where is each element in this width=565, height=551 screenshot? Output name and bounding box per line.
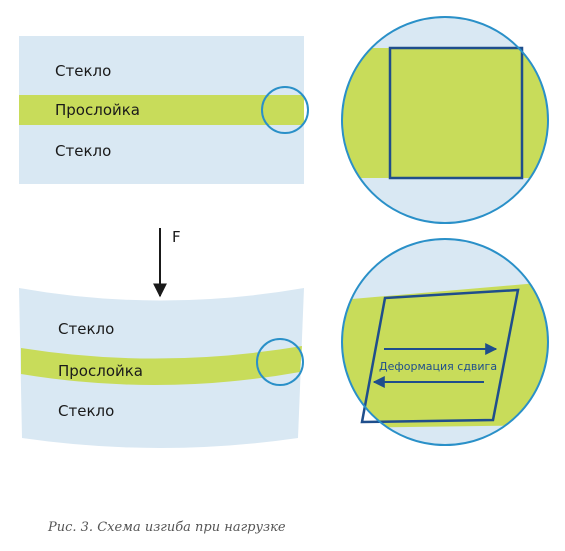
top-detail-circle — [341, 16, 549, 224]
top-detail — [341, 16, 549, 224]
force-arrow: F — [153, 228, 181, 298]
bottom-detail-interlayer — [342, 282, 548, 428]
shear-deformation-label: Деформация сдвига — [379, 360, 497, 373]
bottom-panel: Стекло Прослойка Стекло — [19, 288, 304, 448]
top-detail-undeformed-square — [388, 46, 524, 180]
bottom-panel-glass-label-bottom: Стекло — [58, 402, 114, 420]
bottom-panel-interlayer-band — [21, 346, 302, 386]
bottom-detail-circle — [341, 238, 549, 446]
top-panel-glass-label-top: Стекло — [55, 62, 111, 80]
top-panel-interlayer-band — [19, 95, 304, 125]
top-panel-glass-label-bottom: Стекло — [55, 142, 111, 160]
figure-caption: Рис. 3. Схема изгиба при нагрузке — [48, 520, 286, 535]
bottom-detail: Деформация сдвига — [341, 238, 549, 446]
top-detail-interlayer — [342, 48, 548, 178]
top-panel-zoom-marker — [261, 86, 309, 134]
top-panel-interlayer-label: Прослойка — [55, 101, 140, 119]
force-label: F — [172, 228, 181, 246]
bottom-panel-interlayer-label: Прослойка — [58, 362, 143, 380]
bottom-panel-glass-label-top: Стекло — [58, 320, 114, 338]
bottom-detail-sheared-parallelogram — [360, 288, 520, 424]
bottom-panel-zoom-marker — [256, 338, 304, 386]
top-panel: Стекло Прослойка Стекло — [19, 36, 309, 184]
